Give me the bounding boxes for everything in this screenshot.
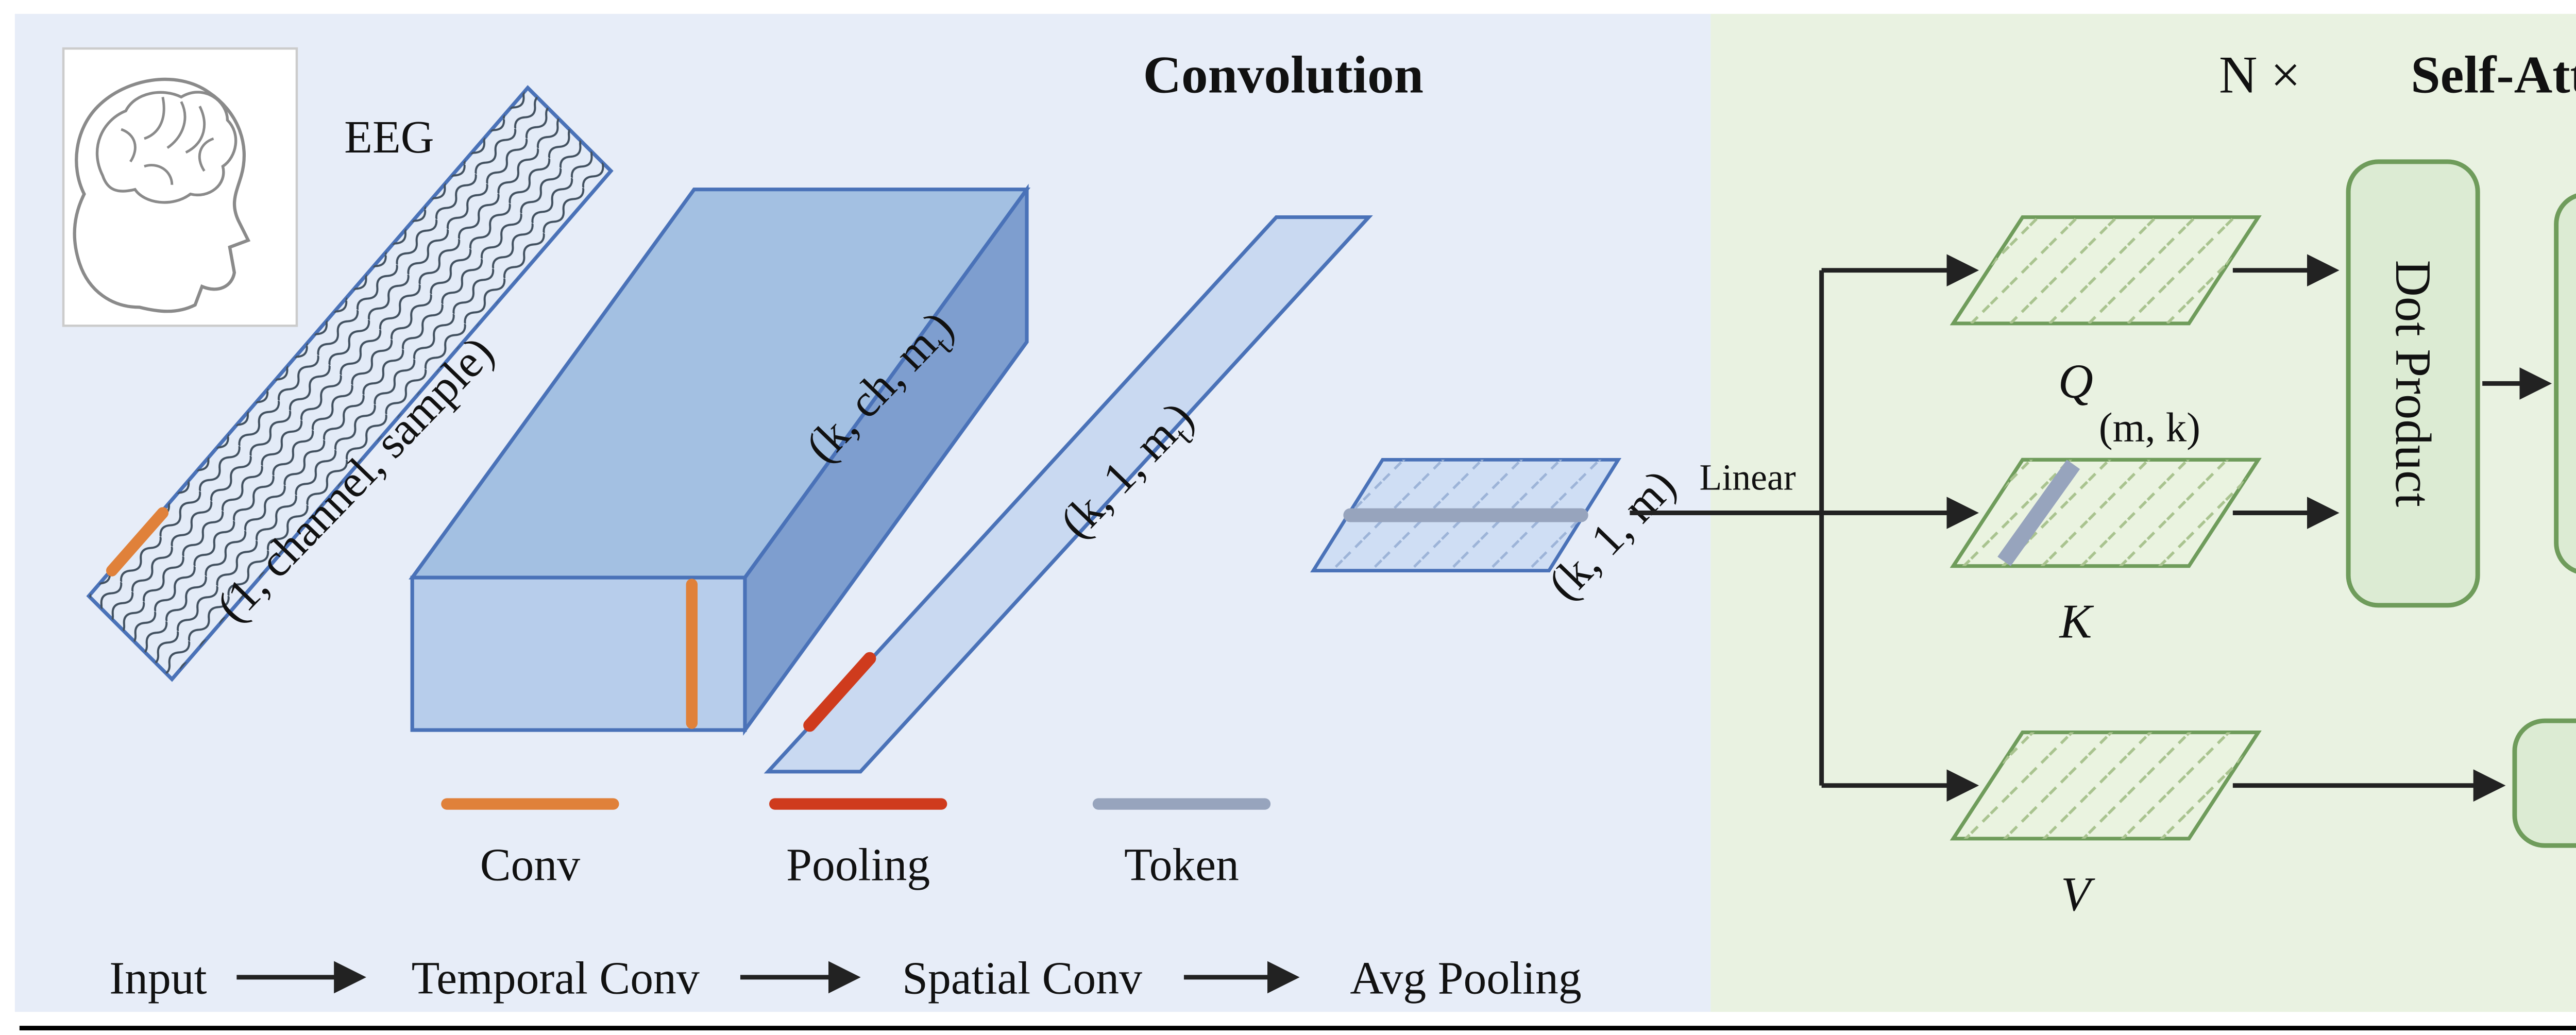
- legend: Conv Pooling Token: [441, 798, 1271, 891]
- k-label: K: [2059, 595, 2094, 649]
- pipeline-temporal-conv: Temporal Conv: [412, 953, 700, 1004]
- temporal-conv-cuboid: [409, 183, 1031, 736]
- pipeline-flow: Input Temporal Conv Spatial Conv Avg Poo…: [109, 953, 1581, 1004]
- pooling-marker: [803, 652, 876, 732]
- k-dims-label: (m, k): [2099, 405, 2200, 451]
- legend-conv-label: Conv: [480, 840, 580, 891]
- token-parallelogram: [1310, 458, 1622, 573]
- dot-product-2-block: Dot Product: [2512, 718, 2576, 848]
- conv-kernel-marker: [106, 507, 169, 576]
- q-label: Q: [2058, 354, 2093, 408]
- eeg-input-strip: [86, 85, 614, 682]
- pipeline-input: Input: [109, 953, 207, 1004]
- eeg-label: EEG: [344, 112, 434, 163]
- v-label: V: [2061, 868, 2095, 921]
- legend-token-label: Token: [1124, 840, 1239, 891]
- linear-label: Linear: [1700, 457, 1796, 498]
- legend-pooling-label: Pooling: [786, 840, 930, 891]
- self-attention-title: Self-Attention: [2411, 45, 2576, 104]
- pipeline-spatial-conv: Spatial Conv: [902, 953, 1142, 1004]
- n-times-label: N ×: [2219, 45, 2300, 104]
- linear-branch: Linear: [1630, 254, 1979, 802]
- scaling-block: Scaling: [2554, 193, 2576, 574]
- k-token-stripe: [1997, 460, 2080, 566]
- convolution-title: Convolution: [1143, 45, 1423, 104]
- spatial-conv-slab: [764, 215, 1373, 774]
- v-matrix: [1950, 730, 2262, 841]
- k-matrix: [1950, 457, 2262, 568]
- pipeline-avg-pooling: Avg Pooling: [1350, 953, 1581, 1004]
- dot-product-1-label: Dot Product: [2385, 260, 2441, 507]
- dot-product-1-block: Dot Product: [2346, 159, 2480, 608]
- q-matrix: [1950, 215, 2262, 326]
- brain-head-icon: [62, 47, 298, 327]
